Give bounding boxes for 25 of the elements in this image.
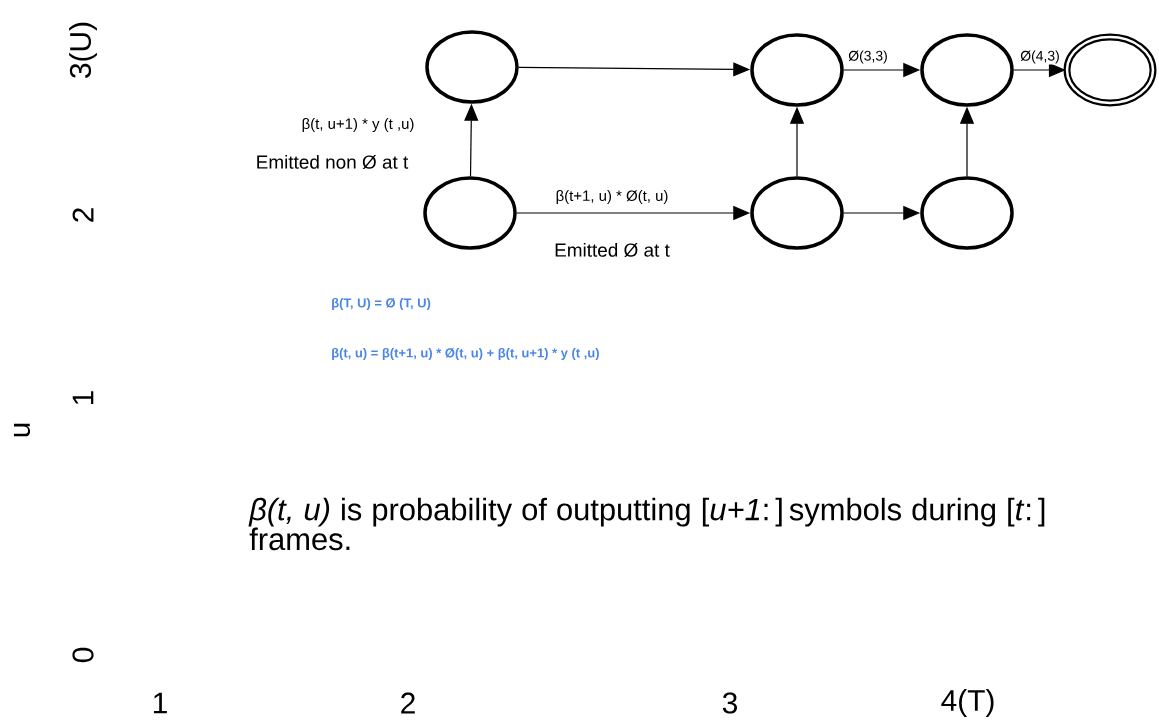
state-ellipse <box>425 30 519 104</box>
note-text: β(t, u) is probability of outputting [u+1: ] symbols during [t: ] frames. <box>248 497 1045 551</box>
state-ellipse <box>750 176 844 250</box>
state-ellipse <box>423 176 517 250</box>
formula: β(t, u) = β(t+1, u) * Ø(t, u) + β(t, u+1) * y (t ,u) <box>332 347 599 361</box>
state-ellipse <box>1063 33 1157 107</box>
state-ellipse <box>920 176 1014 250</box>
axis-tick-label: 2 <box>401 692 415 714</box>
state-ellipse <box>750 33 844 107</box>
annotation-text: Emitted non Ø at t <box>257 154 409 170</box>
annotation-text: Emitted Ø at t <box>555 242 670 258</box>
axis-title: u <box>13 423 31 437</box>
state-ellipse <box>920 33 1014 107</box>
axis-tick-label: 1 <box>154 692 167 714</box>
axis-tick-label: 3(U) <box>69 22 97 78</box>
edge-label: Ø(4,3) <box>1019 49 1061 65</box>
axis-tick-label: 2 <box>72 208 94 222</box>
edge-label: β(t+1, u) * Ø(t, u) <box>554 189 670 205</box>
formula: β(T, U) = Ø (T, U) <box>332 297 431 311</box>
edge-label: Ø(3,3) <box>847 49 889 65</box>
axis-tick-label: 4(T) <box>941 689 994 717</box>
axis-tick-label: 3 <box>722 692 737 714</box>
edge-label: β(t, u+1) * y (t ,u) <box>300 117 416 133</box>
axis-tick-label: 0 <box>72 647 94 663</box>
axis-tick-label: 1 <box>72 391 94 405</box>
